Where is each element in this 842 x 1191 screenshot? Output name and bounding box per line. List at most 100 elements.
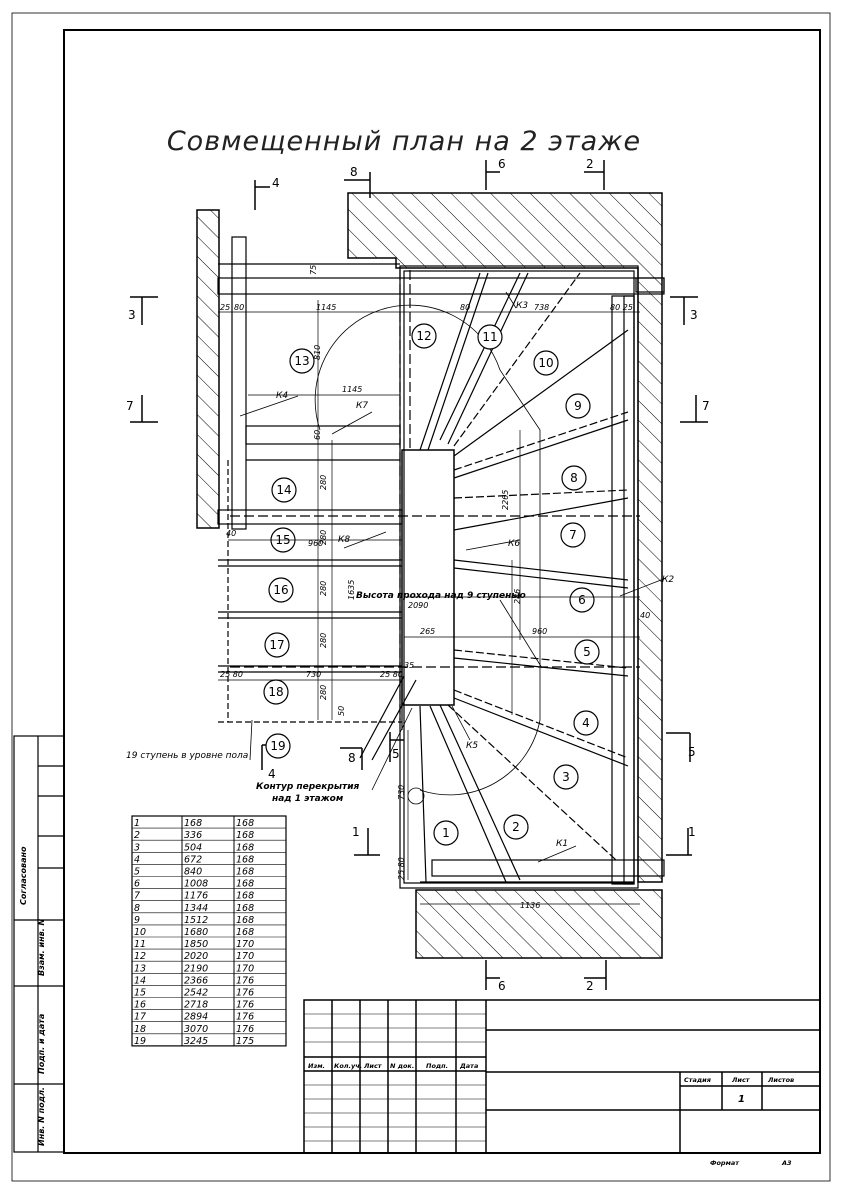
svg-text:35: 35: [404, 661, 414, 670]
svg-text:960: 960: [532, 627, 547, 636]
table-cell: 2190: [184, 963, 208, 974]
svg-text:25 80: 25 80: [380, 670, 403, 679]
start-marker: [407, 787, 425, 805]
svg-text:960: 960: [308, 539, 323, 548]
svg-text:60: 60: [313, 430, 322, 440]
step-circle: [574, 639, 600, 665]
table-cell: 176: [236, 988, 254, 999]
step-circle: [411, 323, 437, 349]
dimension-lines: [218, 300, 640, 905]
table-cell: 3245: [184, 1036, 208, 1047]
svg-text:280: 280: [319, 530, 328, 545]
svg-text:К4: К4: [276, 391, 288, 401]
table-cell: 168: [236, 818, 254, 829]
table-cell: 7: [134, 891, 140, 902]
svg-text:К3: К3: [516, 301, 528, 311]
svg-text:Высота прохода над 9 ступенью: Высота прохода над 9 ступенью: [356, 591, 526, 601]
table-cell: 1344: [184, 903, 208, 914]
table-cell: 1008: [184, 879, 208, 890]
svg-text:2: 2: [586, 979, 594, 993]
svg-text:810: 810: [313, 345, 322, 360]
svg-text:Взам. инв. N: Взам. инв. N: [37, 918, 46, 976]
svg-text:К7: К7: [356, 401, 368, 411]
table-cell: 1512: [184, 915, 208, 926]
table-cell: 14: [134, 975, 146, 986]
step-circle: [289, 348, 315, 374]
svg-text:Согласовано: Согласовано: [19, 846, 28, 905]
table-cell: 336: [184, 830, 202, 841]
drawing-title: Совмещенный план на 2 этаже: [167, 126, 641, 157]
step-circle: [503, 814, 529, 840]
svg-text:К5: К5: [466, 741, 478, 751]
table-cell: 168: [236, 854, 254, 865]
svg-text:Дата: Дата: [459, 1062, 478, 1070]
svg-text:80: 80: [460, 303, 470, 312]
beam-labels: К4 К7 К8 К6 К1 К2 К3 К5 Высота прохода н…: [126, 301, 674, 849]
svg-text:1: 1: [352, 825, 360, 839]
svg-text:1: 1: [688, 825, 696, 839]
title-block-grid: [304, 1013, 486, 1142]
table-cell: 170: [236, 939, 254, 950]
svg-text:280: 280: [319, 475, 328, 490]
svg-text:730: 730: [397, 785, 406, 800]
table-cell: 2718: [184, 1000, 208, 1011]
svg-text:40: 40: [640, 611, 650, 620]
svg-text:1: 1: [738, 1094, 745, 1105]
table-cell: 168: [236, 830, 254, 841]
table-cell: 6: [134, 879, 140, 890]
step-number: 18: [268, 685, 283, 699]
svg-text:19 ступень в уровне пола: 19 ступень в уровне пола: [126, 751, 248, 761]
svg-text:Лист: Лист: [731, 1076, 751, 1084]
svg-text:80: 80: [234, 303, 244, 312]
svg-text:50: 50: [337, 706, 346, 716]
table-cell: 2894: [184, 1012, 208, 1023]
table-cell: 176: [236, 975, 254, 986]
table-cell: 9: [134, 915, 140, 926]
svg-text:75: 75: [309, 265, 318, 275]
svg-text:Лист: Лист: [363, 1062, 383, 1070]
wall-bottom: [415, 889, 663, 959]
table-cell: 168: [236, 842, 254, 853]
svg-text:6: 6: [498, 979, 506, 993]
svg-text:К1: К1: [556, 839, 568, 849]
svg-text:Формат: Формат: [710, 1159, 740, 1167]
table-frame: [131, 815, 287, 1047]
step-circle: [561, 465, 587, 491]
section-mark-labels: 4 8 6 2 3 3 7 7 5 5 1 1 6 2 4 8: [126, 157, 710, 993]
step-circle: [553, 764, 579, 790]
svg-text:1635: 1635: [347, 580, 356, 600]
table-cell: 2020: [184, 951, 208, 962]
table-cell: 504: [184, 842, 202, 853]
step-number: 1: [442, 826, 450, 840]
svg-text:Кол.уч.: Кол.уч.: [334, 1062, 362, 1070]
table-cell: 168: [236, 867, 254, 878]
svg-text:А3: А3: [781, 1159, 792, 1167]
table-cell: 11: [134, 939, 146, 950]
table-cell: 168: [236, 903, 254, 914]
step-circle: [573, 710, 599, 736]
svg-text:80 25: 80 25: [610, 303, 633, 312]
table-cell: 168: [236, 879, 254, 890]
step-circle: [477, 324, 503, 350]
svg-text:Подп.: Подп.: [426, 1062, 448, 1070]
svg-text:1145: 1145: [316, 303, 336, 312]
step-number: 11: [482, 330, 497, 344]
svg-text:265: 265: [420, 627, 435, 636]
svg-text:5: 5: [688, 745, 696, 759]
svg-text:3: 3: [690, 308, 698, 322]
svg-text:3: 3: [128, 308, 136, 322]
step-number: 2: [512, 820, 520, 834]
table-cell: 12: [134, 951, 146, 962]
svg-text:40: 40: [226, 529, 236, 538]
table-cell: 16: [134, 1000, 146, 1011]
svg-text:Контур перекрытия: Контур перекрытия: [256, 782, 359, 792]
svg-text:8: 8: [348, 751, 356, 765]
svg-text:2090: 2090: [408, 601, 428, 610]
table-cell: 2542: [184, 988, 208, 999]
table-cell: 672: [184, 854, 202, 865]
walls: [196, 192, 663, 959]
svg-text:Изм.: Изм.: [308, 1062, 325, 1070]
svg-text:над 1 этажом: над 1 этажом: [272, 794, 344, 804]
svg-text:280: 280: [319, 581, 328, 596]
